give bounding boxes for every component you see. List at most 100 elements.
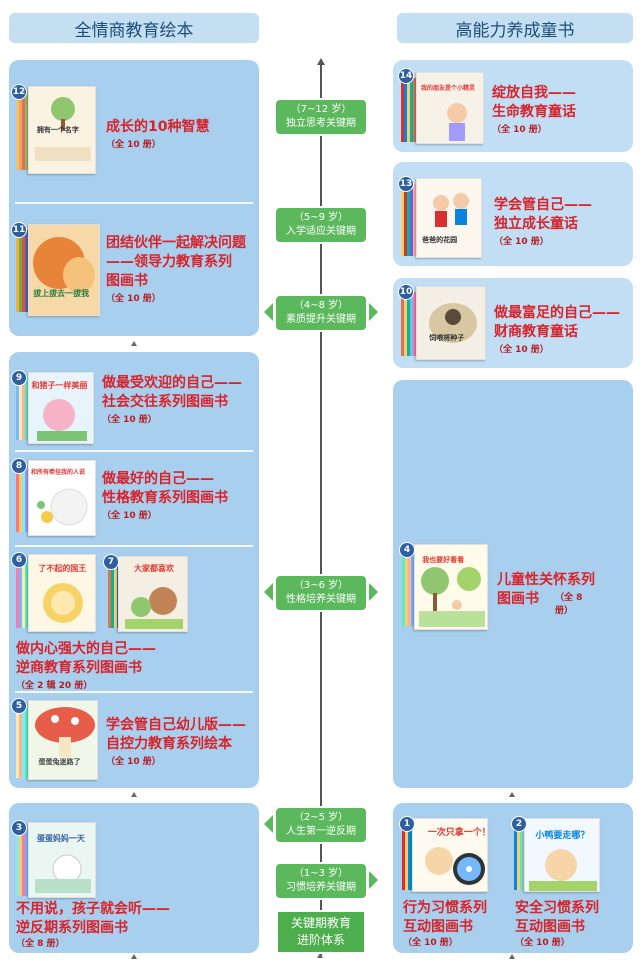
- stage-2-5: （2~5 岁） 人生第一逆反期: [274, 806, 368, 844]
- book-number-badge: 9: [11, 370, 27, 386]
- book-title[interactable]: 做内心强大的自己——: [16, 641, 156, 657]
- book-title[interactable]: 安全习惯系列: [515, 900, 599, 916]
- book-info-6-7: 做内心强大的自己—— 逆商教育系列图画书 （全 2 辑 20 册）: [16, 640, 156, 693]
- book-info-4: 儿童性关怀系列 图画书 （全 8 册）: [497, 571, 595, 616]
- book-title[interactable]: 学会管自己——: [494, 197, 592, 213]
- book-number-badge: 10: [398, 284, 414, 300]
- park-illustration-icon: [419, 567, 485, 627]
- book-info-5: 学会管自己幼儿版—— 自控力教育系列绘本 （全 10 册）: [106, 716, 246, 769]
- book-subtitle: 生命教育童话: [492, 104, 576, 120]
- book-info-3: 不用说，孩子就会听—— 逆反期系列图画书 （全 8 册）: [16, 900, 170, 951]
- stage-1-3: （1~3 岁） 习惯培养关键期: [274, 862, 368, 900]
- book-title[interactable]: 绽放自我——: [492, 85, 576, 101]
- book-title[interactable]: 行为习惯系列: [403, 900, 487, 916]
- stage-label: 独立思考关键期: [286, 118, 356, 129]
- book-count: （全 8 册）: [16, 939, 65, 949]
- book-cover-13[interactable]: 爸爸的花园: [416, 178, 482, 258]
- book-info-11: 团结伙伴一起解决问题 ——领导力教育系列 图画书 （全 10 册）: [106, 234, 246, 306]
- book-count: （全 10 册）: [494, 237, 549, 247]
- left-column-header: 全情商教育绘本: [9, 13, 259, 43]
- base-line: 关键期教育: [290, 916, 351, 930]
- book-title[interactable]: 成长的10种智慧: [106, 119, 210, 135]
- book-cover-4[interactable]: 我也要好看看: [414, 544, 488, 630]
- book-title[interactable]: 学会管自己幼儿版——: [106, 717, 246, 733]
- book-subtitle: 独立成长童话: [494, 216, 578, 232]
- hands-illustration-icon: [33, 237, 95, 293]
- stage-3-6: （3~6 岁） 性格培养关键期: [274, 574, 368, 612]
- book-number-badge: 5: [11, 698, 27, 714]
- cover-title: 拥有一个名字: [36, 125, 79, 134]
- stage-age: （1~3 岁）: [293, 868, 349, 879]
- book-info-14: 绽放自我—— 生命教育童话 （全 10 册）: [492, 84, 576, 137]
- book-cover-8[interactable]: 和所有牵挂我的人说: [28, 460, 96, 536]
- stage-age: （3~6 岁）: [293, 580, 349, 591]
- book-title[interactable]: 儿童性关怀系列: [497, 572, 595, 588]
- separator-marker: [131, 792, 137, 797]
- book-count: （全 10 册）: [106, 140, 161, 150]
- book-stack-spines: [16, 706, 30, 778]
- book-stack-spines: [16, 92, 30, 170]
- book-subtitle: 自控力教育系列绘本: [106, 736, 232, 752]
- stage-age: （4~8 岁）: [293, 300, 349, 311]
- stage-age: （5~9 岁）: [293, 212, 349, 223]
- book-title[interactable]: 团结伙伴一起解决问题: [106, 235, 246, 251]
- book-subtitle: 财商教育童话: [494, 324, 578, 340]
- cover-title: 大家都喜欢: [133, 563, 174, 573]
- book-title[interactable]: 不用说，孩子就会听——: [16, 901, 170, 917]
- book-subtitle: ——领导力教育系列: [106, 254, 232, 270]
- book-subtitle: 社会交往系列图画书: [102, 394, 228, 410]
- book-number-badge: 2: [511, 816, 527, 832]
- arrow-right-icon: [369, 871, 378, 889]
- stage-label: 入学适应关键期: [286, 226, 356, 237]
- book-count: （全 10 册）: [494, 345, 549, 355]
- book-title[interactable]: 做最富足的自己——: [494, 305, 620, 321]
- book-info-2: 安全习惯系列 互动图画书 （全 10 册）: [515, 899, 599, 950]
- book-cover-11[interactable]: 拔上拔去一拔我: [28, 224, 100, 316]
- book-stack-spines: [16, 230, 30, 312]
- book-cover-5[interactable]: 蛋蛋兔迷路了: [28, 700, 98, 780]
- book-count: （全 10 册）: [515, 938, 570, 948]
- book-info-8: 做最好的自己—— 性格教育系列图画书 （全 10 册）: [102, 470, 228, 523]
- bear-illustration-icon: [529, 849, 597, 891]
- book-info-9: 做最受欢迎的自己—— 社会交往系列图画书 （全 10 册）: [102, 374, 242, 427]
- bunny-illustration-icon: [35, 854, 91, 893]
- book-cover-12[interactable]: 拥有一个名字: [28, 86, 96, 174]
- arrow-right-icon: [369, 303, 378, 321]
- arrow-left-icon: [264, 583, 273, 601]
- cover-title: 我的朋友是个小精灵: [420, 84, 475, 92]
- book-cover-6[interactable]: 了不起的国王: [28, 554, 96, 632]
- cover-title: 一次只拿一个！: [427, 827, 488, 838]
- lion-illustration-icon: [43, 583, 83, 623]
- book-stack-spines: [16, 466, 30, 532]
- book-count: （全 8 册）: [555, 593, 583, 616]
- book-cover-14[interactable]: 我的朋友是个小精灵: [416, 72, 484, 144]
- cover-title: 拔上拔去一拔我: [33, 289, 90, 298]
- book-subtitle: 图画书: [497, 591, 539, 607]
- system-base-box: 关键期教育 进阶体系: [276, 910, 366, 954]
- cover-title: 饲喂将种子: [429, 334, 465, 343]
- book-subtitle: 逆反期系列图画书: [16, 920, 128, 936]
- cover-title: 爸爸的花园: [422, 236, 458, 245]
- book-number-badge: 8: [11, 458, 27, 474]
- timeline-line: [320, 60, 322, 956]
- book-stack-spines: [401, 78, 417, 142]
- book-subtitle: 互动图画书: [403, 919, 473, 935]
- stage-label: 习惯培养关键期: [286, 882, 356, 893]
- cover-title: 和猪子一样美丽: [31, 381, 88, 390]
- book-cover-9[interactable]: 和猪子一样美丽: [28, 372, 94, 444]
- bear-cd-illustration-icon: [425, 847, 485, 885]
- book-cover-7[interactable]: 大家都喜欢: [118, 556, 188, 632]
- book-cover-1[interactable]: 一次只拿一个！: [412, 818, 488, 892]
- book-number-badge: 14: [398, 68, 414, 84]
- book-title[interactable]: 做最受欢迎的自己——: [102, 375, 242, 391]
- book-stack-spines: [16, 378, 30, 440]
- book-cover-2[interactable]: 小鸭要走哪？: [524, 818, 600, 892]
- kids-illustration-icon: [433, 193, 469, 227]
- cover-title: 小鸭要走哪？: [535, 830, 590, 841]
- cover-title: 和所有牵挂我的人说: [30, 468, 85, 476]
- book-title[interactable]: 做最好的自己——: [102, 471, 214, 487]
- stage-5-9: （5~9 岁） 入学适应关键期: [274, 206, 368, 244]
- book-cover-3[interactable]: 蛋蛋妈妈一天: [28, 822, 96, 898]
- right-column-header: 高能力养成童书: [397, 13, 633, 43]
- book-cover-10[interactable]: 饲喂将种子: [416, 286, 486, 360]
